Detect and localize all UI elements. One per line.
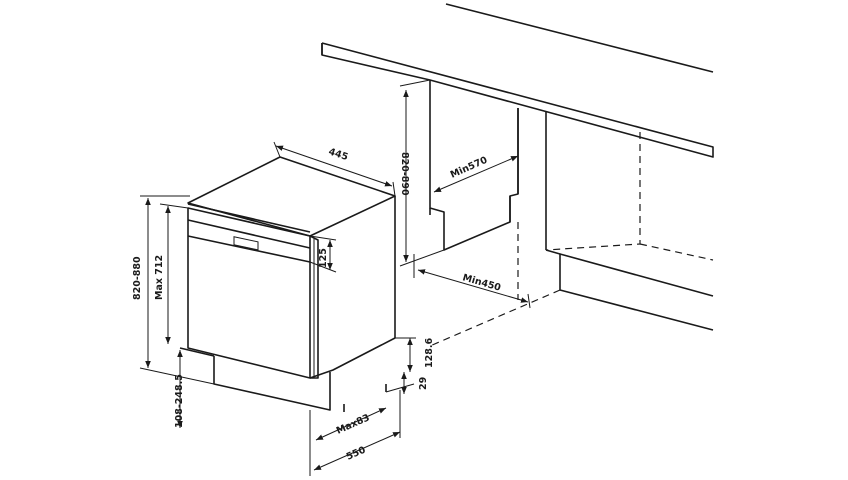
label-max-712: Max 712 (154, 255, 165, 300)
right-cabinet (517, 108, 714, 331)
dimensions (139, 79, 531, 476)
label-29: 29 (418, 377, 429, 390)
dishwasher (179, 156, 396, 412)
label-108-248: 108-248.5 (174, 374, 185, 428)
label-550: 550 (345, 444, 368, 462)
left-cabinet (429, 80, 519, 251)
label-128-6: 128.6 (424, 338, 435, 368)
label-max83: Max83 (335, 412, 372, 436)
label-445: 445 (327, 146, 349, 163)
countertop (321, 3, 714, 158)
label-min450: Min450 (461, 272, 502, 294)
label-820-880: 820-880 (132, 256, 143, 300)
label-820-890: 820-890 (399, 152, 410, 196)
label-125: 125 (318, 248, 329, 268)
